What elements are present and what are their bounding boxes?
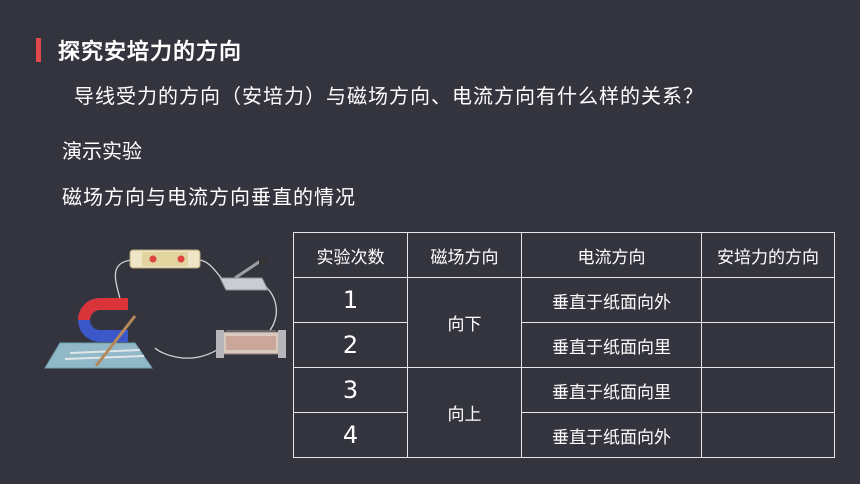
current-direction: 垂直于纸面向里 <box>521 367 702 413</box>
case-subtitle: 磁场方向与电流方向垂直的情况 <box>62 185 356 209</box>
trial-number: 4 <box>293 412 408 458</box>
current-direction: 垂直于纸面向外 <box>521 277 702 323</box>
question-text: 导线受力的方向（安培力）与磁场方向、电流方向有什么样的关系？ <box>74 84 704 108</box>
force-direction <box>701 412 835 458</box>
magnet-circuit-icon <box>44 249 286 369</box>
trial-number: 2 <box>293 322 408 368</box>
force-direction <box>701 322 835 368</box>
header-field: 磁场方向 <box>407 232 522 278</box>
header-current: 电流方向 <box>521 232 702 278</box>
current-direction: 垂直于纸面向里 <box>521 322 702 368</box>
field-direction: 向上 <box>407 367 522 458</box>
trial-number: 3 <box>293 367 408 413</box>
current-direction: 垂直于纸面向外 <box>521 412 702 458</box>
trial-number: 1 <box>293 277 408 323</box>
title-accent-bar <box>36 38 41 62</box>
header-trial: 实验次数 <box>293 232 408 278</box>
header-force: 安培力的方向 <box>701 232 835 278</box>
field-direction: 向下 <box>407 277 522 368</box>
experiment-table: 实验次数 磁场方向 电流方向 安培力的方向 1 向下 垂直于纸面向外 2 垂直于… <box>293 232 835 458</box>
force-direction <box>701 367 835 413</box>
demo-subtitle: 演示实验 <box>62 139 142 163</box>
page-title: 探究安培力的方向 <box>58 40 243 65</box>
force-direction <box>701 277 835 323</box>
